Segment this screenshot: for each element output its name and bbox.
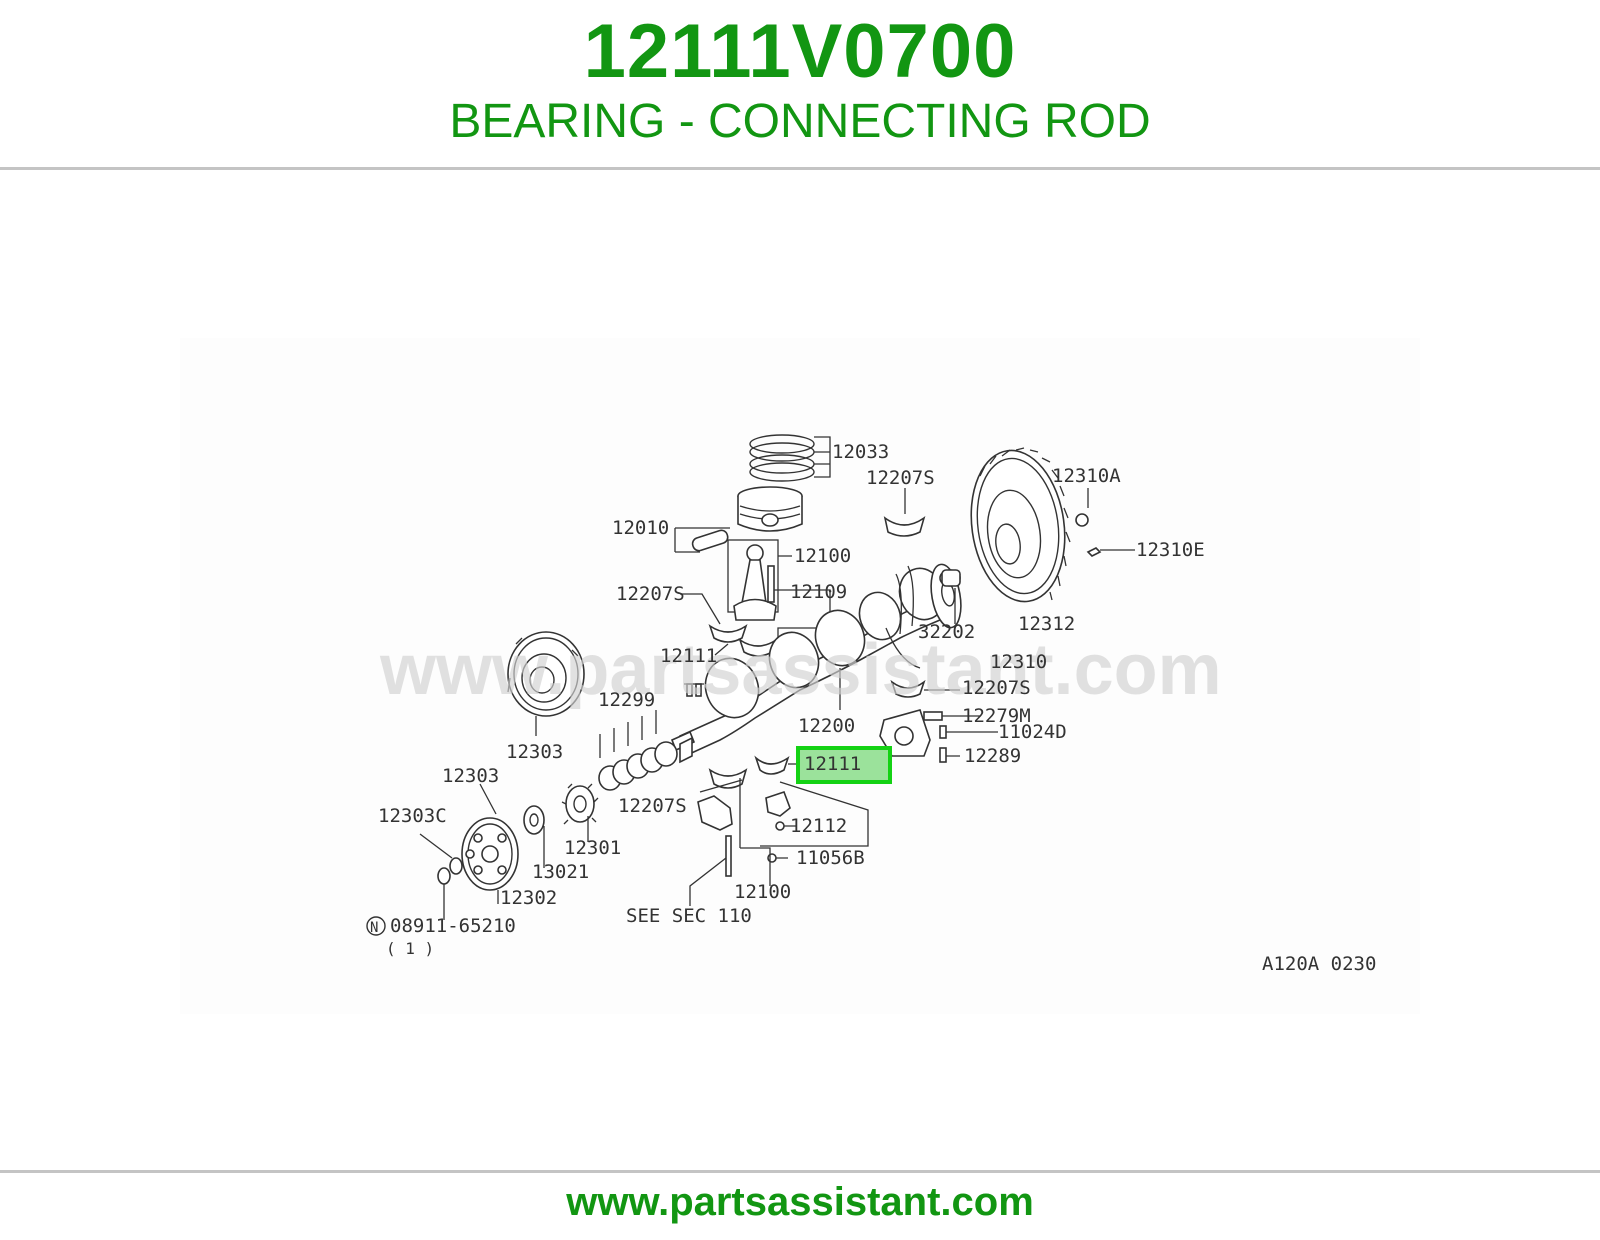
timing-shims-drawing <box>598 710 678 791</box>
part-label-12100-lower[interactable]: 12100 <box>734 881 791 903</box>
crankshaft-drawing <box>670 563 962 764</box>
header-divider <box>0 167 1600 170</box>
page-header: 12111V0700 BEARING - CONNECTING ROD <box>0 0 1600 168</box>
part-label-12207s-top[interactable]: 12207S <box>866 467 935 489</box>
part-label-12303c[interactable]: 12303C <box>378 805 447 827</box>
connecting-rod-upper-drawing <box>727 539 831 638</box>
part-label-12033[interactable]: 12033 <box>832 441 889 463</box>
part-label-32202[interactable]: 32202 <box>918 621 975 643</box>
part-label-12279m[interactable]: 12279M <box>962 705 1031 727</box>
thrust-bearing-shell-top-drawing <box>883 488 926 537</box>
footer-divider <box>0 1170 1600 1173</box>
crank-sprocket-drawing <box>523 783 599 868</box>
piston-rings-drawing <box>749 434 831 482</box>
flywheel-drawing <box>970 447 1135 603</box>
crank-pulley-lower-drawing <box>461 783 519 904</box>
part-label-12299[interactable]: 12299 <box>598 689 655 711</box>
part-label-11056b[interactable]: 11056B <box>796 847 865 869</box>
part-label-12310[interactable]: 12310 <box>990 651 1047 673</box>
n-circle-icon <box>366 916 386 936</box>
crankshaft-pulley-drawing <box>507 631 585 736</box>
part-label-12100-upper[interactable]: 12100 <box>794 545 851 567</box>
piston-drawing <box>674 486 803 553</box>
part-label-12111-highlighted[interactable]: 12111 <box>804 753 861 775</box>
diagram-reference-code: A120A 0230 <box>1262 953 1376 975</box>
quantity-note: ( 1 ) <box>386 939 434 958</box>
rear-main-bearing-cap-drawing <box>879 679 998 763</box>
see-section-note[interactable]: SEE SEC 110 <box>626 905 752 927</box>
crank-dowels-drawing <box>684 683 704 697</box>
upper-bearing-shells-drawing <box>680 593 778 657</box>
part-label-12301[interactable]: 12301 <box>564 837 621 859</box>
exploded-parts-diagram: www.partsassistant.com 12033 12207S 1231… <box>180 338 1420 1014</box>
part-label-12200[interactable]: 12200 <box>798 715 855 737</box>
part-label-12310a[interactable]: 12310A <box>1052 465 1121 487</box>
part-label-13021[interactable]: 13021 <box>532 861 589 883</box>
part-label-12207s-left[interactable]: 12207S <box>616 583 685 605</box>
n-symbol: N <box>370 920 378 936</box>
part-label-12207s-right[interactable]: 12207S <box>962 677 1031 699</box>
part-label-11024d[interactable]: 11024D <box>998 721 1067 743</box>
part-label-12010[interactable]: 12010 <box>612 517 669 539</box>
lower-bearing-shells-drawing <box>689 755 869 906</box>
part-number-title: 12111V0700 <box>583 9 1017 94</box>
part-label-12303-lower[interactable]: 12303 <box>442 765 499 787</box>
part-label-12312[interactable]: 12312 <box>1018 613 1075 635</box>
part-label-12310e[interactable]: 12310E <box>1136 539 1205 561</box>
part-label-12303-upper[interactable]: 12303 <box>506 741 563 763</box>
part-label-12111-upper[interactable]: 12111 <box>660 645 717 667</box>
pulley-bolt-drawing <box>419 833 463 920</box>
part-label-08911-65210[interactable]: 08911-65210 <box>390 915 516 937</box>
footer-website-link[interactable]: www.partsassistant.com <box>566 1180 1034 1224</box>
part-label-12112[interactable]: 12112 <box>790 815 847 837</box>
watermark-text: www.partsassistant.com <box>379 630 1222 710</box>
part-description: BEARING - CONNECTING ROD <box>449 95 1151 148</box>
pilot-bushing-drawing <box>939 569 961 624</box>
part-label-12289[interactable]: 12289 <box>964 745 1021 767</box>
part-label-12207s-lower[interactable]: 12207S <box>618 795 687 817</box>
part-label-12109[interactable]: 12109 <box>790 581 847 603</box>
highlighted-part-box[interactable] <box>796 746 892 784</box>
part-label-12302[interactable]: 12302 <box>500 887 557 909</box>
